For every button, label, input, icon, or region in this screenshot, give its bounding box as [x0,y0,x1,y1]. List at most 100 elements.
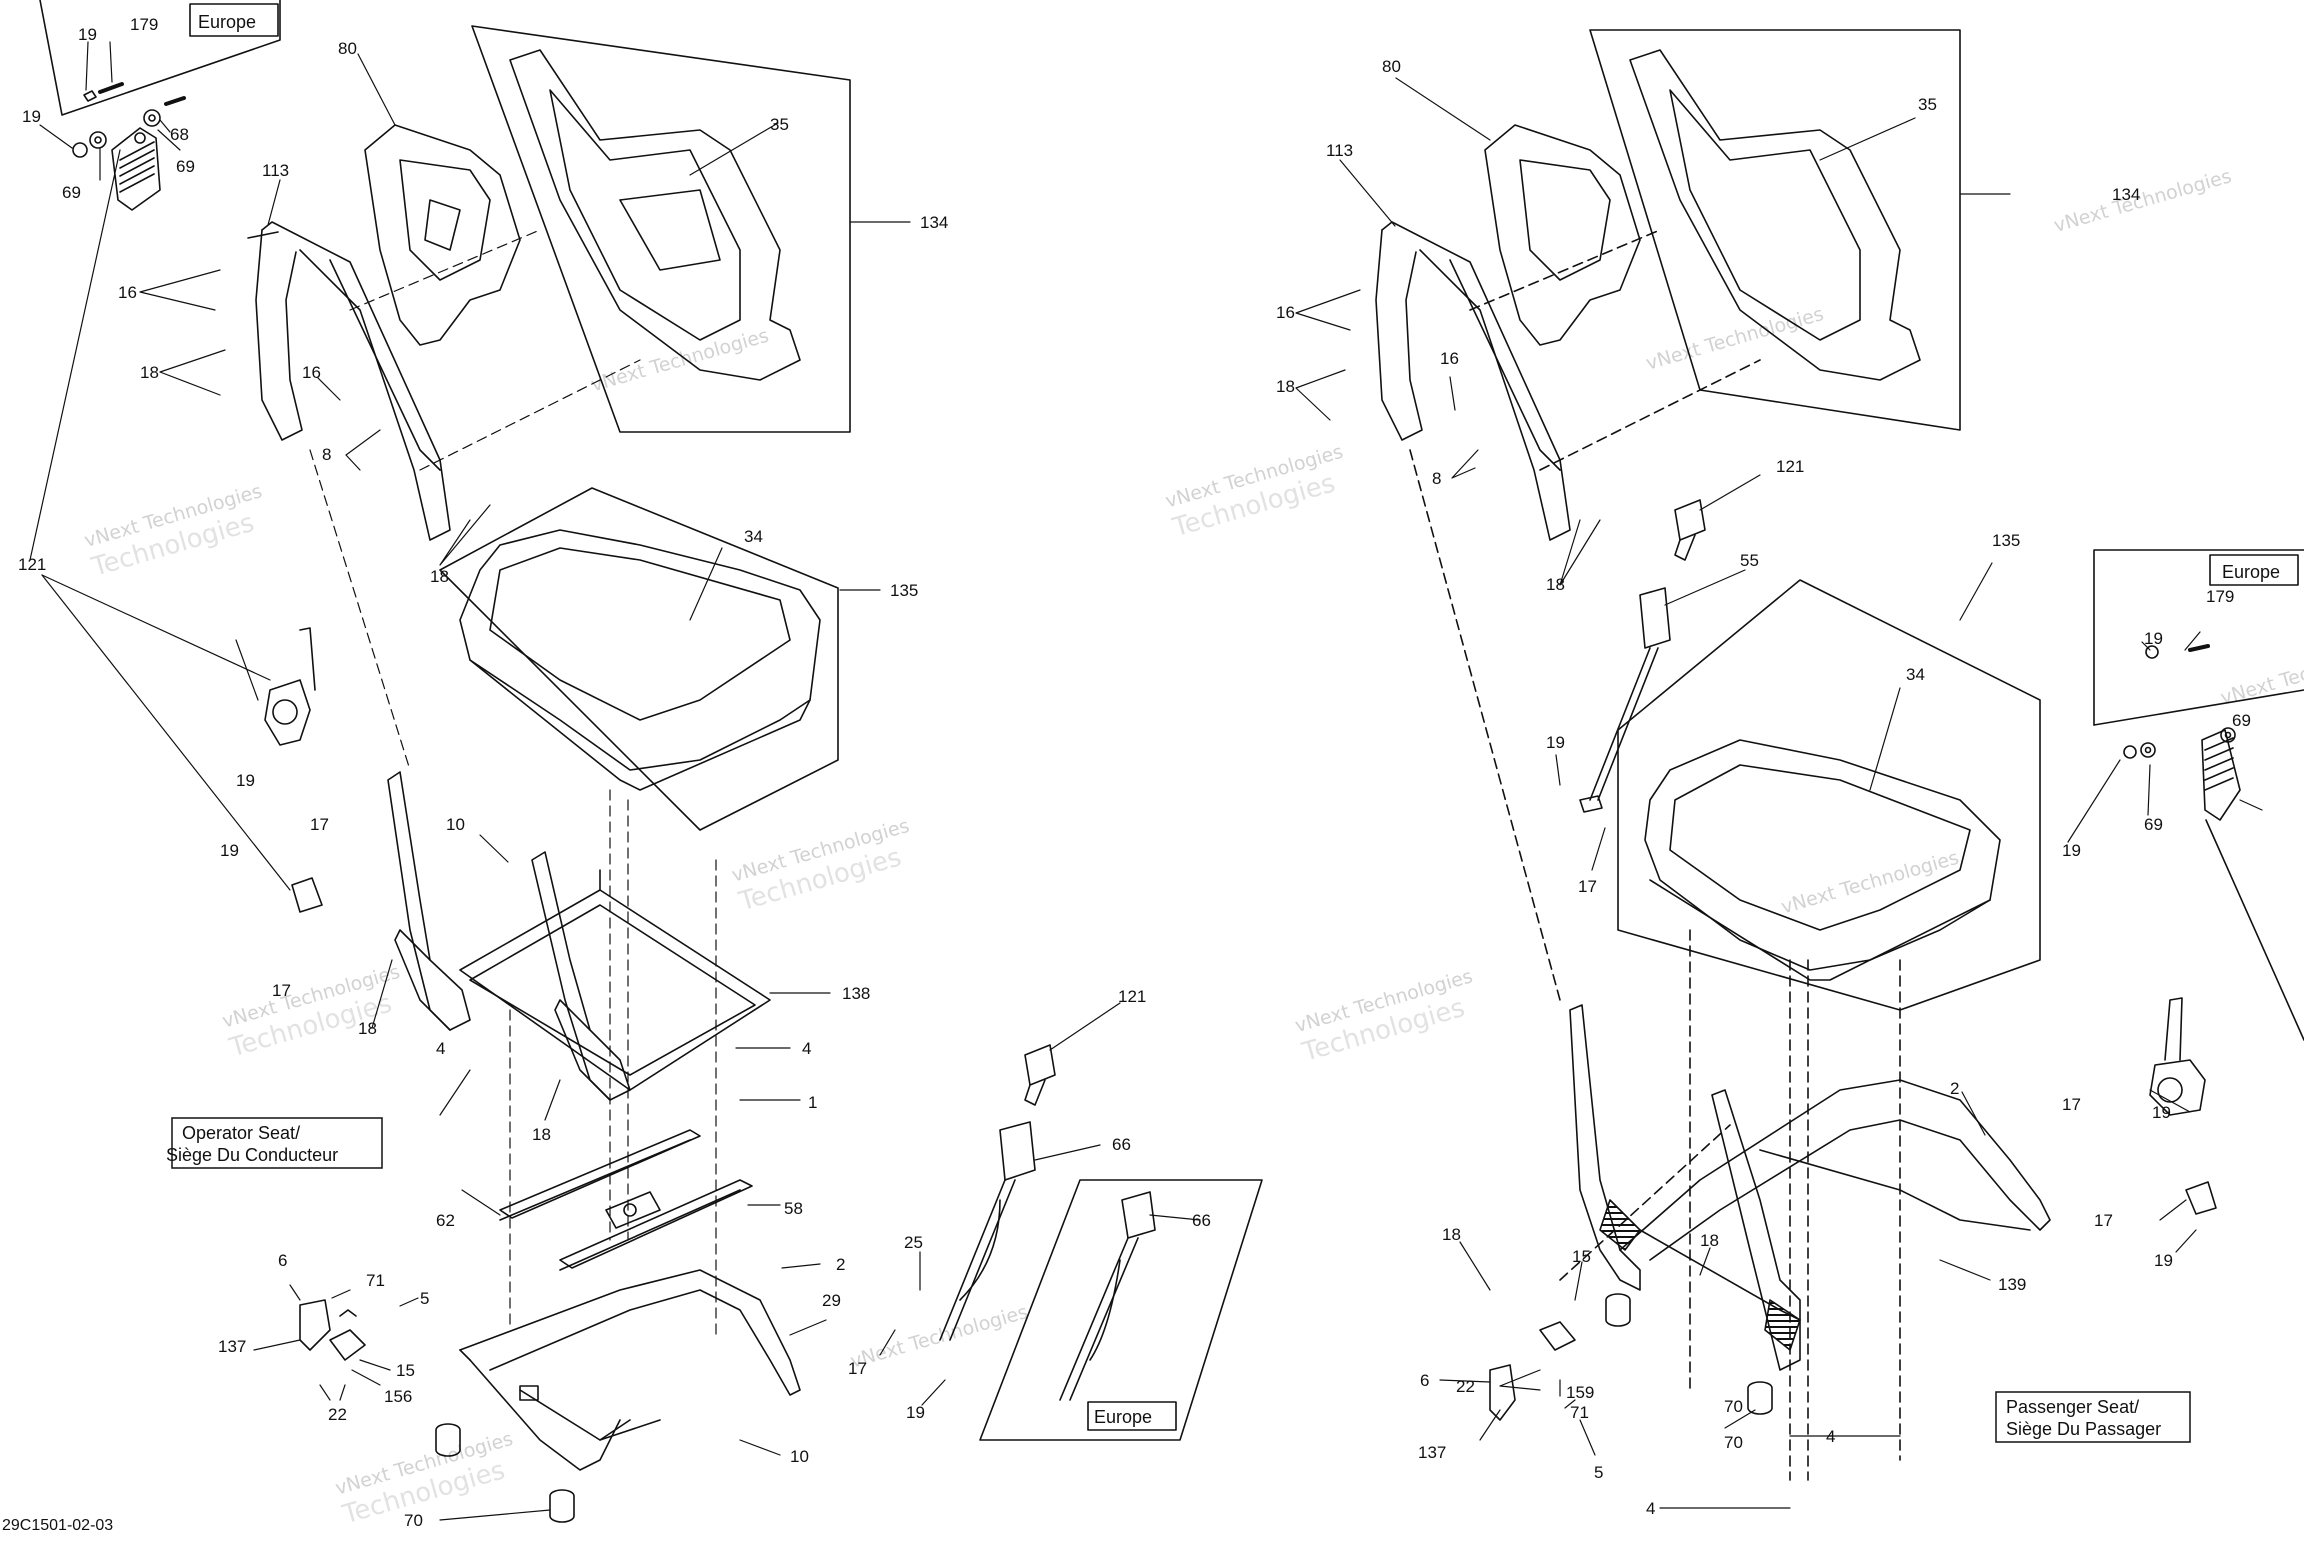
callout-number: 137 [218,1337,246,1356]
callout-number: 138 [842,984,870,1003]
callout-number: 66 [1112,1135,1131,1154]
callout-number: 4 [1826,1427,1835,1446]
assembly-title-passenger: Passenger Seat/ Siège Du Passager [1995,1391,2191,1443]
callout-number: 2 [836,1255,845,1274]
seat-belt-buckle [1024,1044,1056,1106]
callout-number: 22 [328,1405,347,1424]
callout-number: 10 [446,815,465,834]
callout-number: 17 [2094,1211,2113,1230]
backrest-cushion [1484,124,1641,346]
callout-number: 19 [906,1403,925,1422]
callout-numbers-passenger: 8035134113161618818121551353419171791969… [1276,57,2251,1518]
callout-number: 58 [784,1199,803,1218]
callout-number: 69 [62,183,81,202]
watermark: vNext Technologies [848,1301,1031,1373]
seat-belt-bracket [2201,729,2241,821]
callout-number: 6 [278,1251,287,1270]
backrest-frame [1375,221,1571,541]
callout-number: 121 [1118,987,1146,1006]
europe-label: Europe [198,12,256,32]
anchor-plate [291,877,323,913]
europe-inset-lower [979,1179,1263,1441]
callout-number: 4 [436,1039,445,1058]
callout-number: 121 [18,555,46,574]
watermark: vNext Technologies [589,325,772,397]
callout-leaders [29,41,1201,1521]
seat-belt-bracket [111,127,161,211]
callout-number: 113 [1326,141,1353,160]
callout-number: 17 [1578,877,1597,896]
operator-seat-label-fr: Siège Du Conducteur [166,1145,338,1165]
callout-number: 70 [1724,1397,1743,1416]
callout-number: 18 [532,1125,551,1144]
callout-number: 18 [1546,575,1565,594]
callout-number: 35 [1918,95,1937,114]
callout-number: 19 [220,841,239,860]
callout-number: 69 [2144,815,2163,834]
callout-number: 70 [404,1511,423,1530]
callout-number: 69 [176,157,195,176]
callout-number: 35 [770,115,789,134]
operator-seat-assembly [29,0,1263,1523]
callout-number: 19 [1546,733,1565,752]
assembly-guide-lines [1409,229,1901,1481]
callout-number: 19 [2154,1251,2173,1270]
callout-number: 15 [1572,1247,1591,1266]
callout-number: 34 [744,527,763,546]
europe-label: Europe [1094,1407,1152,1427]
callout-number: 8 [322,445,331,464]
callout-number: 17 [848,1359,867,1378]
callout-box-135 [1617,579,2041,1011]
seat-frame [459,869,771,1091]
callout-number: 5 [420,1289,429,1308]
seat-base-frame [459,1269,801,1471]
callout-number: 18 [140,363,159,382]
seat-belt-retractor [2149,997,2206,1116]
callout-number: 4 [802,1039,811,1058]
callout-number: 71 [1570,1403,1589,1422]
callout-number: 69 [2232,711,2251,730]
callout-number: 19 [2144,629,2163,648]
assembly-title-operator: Operator Seat/ Siège Du Conducteur [166,1117,383,1169]
callout-number: 16 [302,363,321,382]
callout-number: 15 [396,1361,415,1380]
callout-box-134 [471,25,851,433]
callout-number: 8 [1432,469,1441,488]
callout-number: 34 [1906,665,1925,684]
callout-number: 18 [358,1019,377,1038]
seat-base-frame [1569,1004,2051,1371]
callout-box-135 [439,487,839,831]
callout-number: 134 [2112,185,2140,204]
callout-number: 2 [1950,1079,1959,1098]
callout-number: 6 [1420,1371,1429,1390]
passenger-seat-label-en: Passenger Seat/ [2006,1397,2139,1417]
callout-number: 68 [170,125,189,144]
callout-number: 19 [2062,841,2081,860]
passenger-seat-assembly [1295,29,2304,1509]
diagram-code: 29C1501-02-03 [2,1517,113,1534]
callout-number: 17 [2062,1095,2081,1114]
callout-number: 10 [790,1447,809,1466]
backrest-cover [509,49,801,381]
operator-seat-label-en: Operator Seat/ [182,1123,300,1143]
callout-number: 159 [1566,1383,1594,1402]
callout-number: 121 [1776,457,1804,476]
callout-number: 70 [1724,1433,1743,1452]
callout-leaders [1295,77,2263,1509]
europe-label: Europe [2222,562,2280,582]
callout-number: 18 [1700,1231,1719,1250]
europe-inset-top-left [39,0,281,116]
callout-number: 16 [1440,349,1459,368]
callout-number: 135 [890,581,918,600]
callout-number: 66 [1192,1211,1211,1230]
callout-number: 179 [130,15,158,34]
callout-number: 22 [1456,1377,1475,1396]
callout-number: 71 [366,1271,385,1290]
callout-number: 1 [808,1093,817,1112]
callout-number: 16 [1276,303,1295,322]
callout-number: 16 [118,283,137,302]
anchor-plate [2185,1181,2217,1215]
callout-number: 18 [1442,1225,1461,1244]
